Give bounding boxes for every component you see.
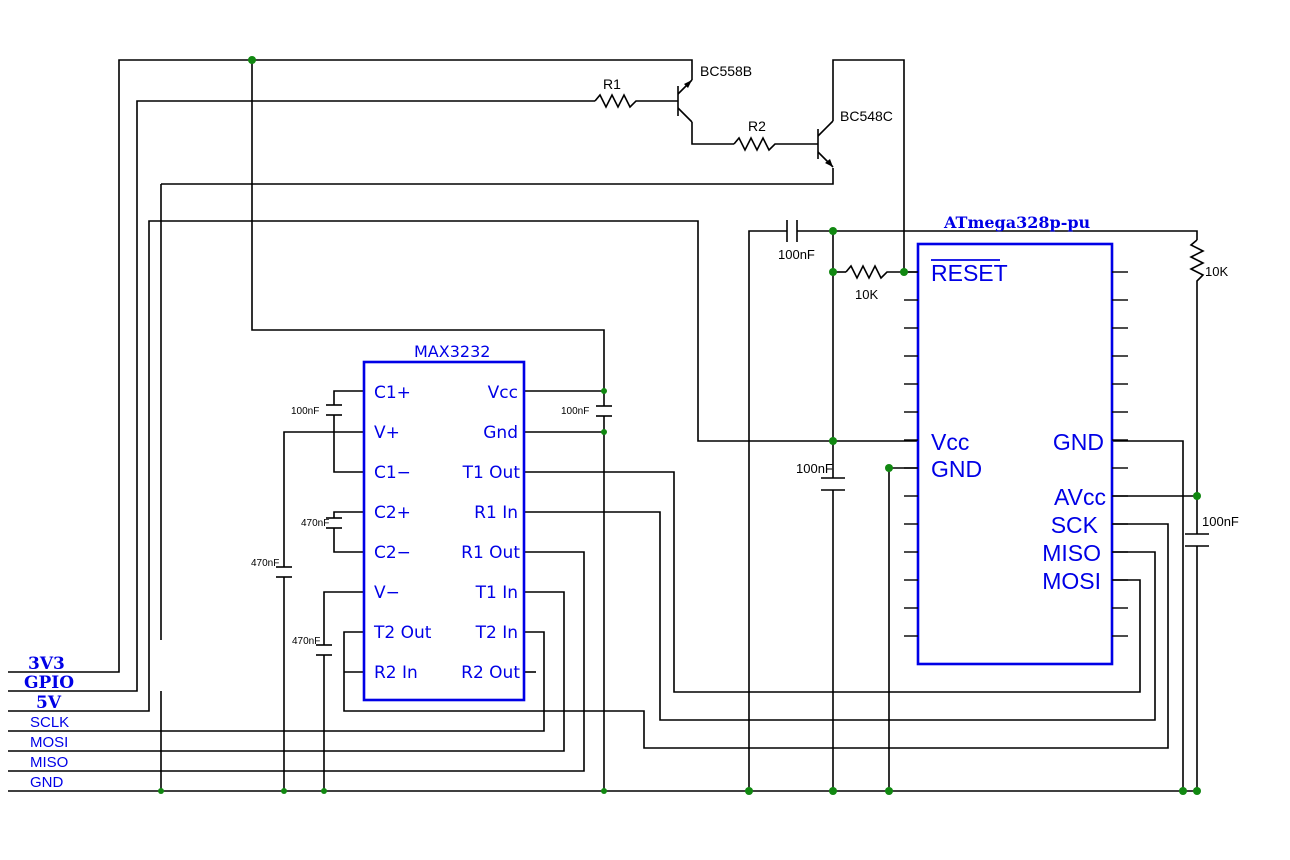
wire-sclk [8, 631, 545, 732]
capacitor-reset-label: 100nF [778, 247, 815, 262]
q2-arrow-icon [825, 159, 833, 167]
junction-dot [1193, 787, 1201, 795]
resistor-reset [845, 264, 888, 280]
atmega-pin-gnd-right: GND [1053, 429, 1104, 455]
junction-dot [885, 464, 893, 472]
wire-5v [8, 220, 918, 712]
junction-dot [829, 437, 837, 445]
label-gpio: GPIO [24, 673, 74, 693]
capacitor-c1-label: 100nF [291, 406, 319, 417]
transistor-q1-label: BC558B [700, 63, 752, 79]
junction-dot [900, 268, 908, 276]
atmega-pin-sck: SCK [1051, 512, 1099, 538]
q1-arrow-icon [684, 80, 692, 88]
junction-dot [829, 787, 837, 795]
capacitor-vminus-label: 470nF [292, 636, 320, 647]
max3232-pin-t1out: T1 Out [462, 463, 521, 483]
capacitors: 100nF 100nF 470nF 470nF 470nF 100nF [251, 220, 1239, 656]
max3232-pin-c1p: C1+ [374, 383, 411, 403]
resistor-r1 [594, 93, 638, 109]
junction-dots [158, 56, 1201, 795]
max3232-pin-t2out: T2 Out [373, 623, 432, 643]
wire-gpio [8, 100, 595, 692]
resistor-reset-label: 10K [855, 287, 878, 302]
wire-3v3 [8, 59, 693, 673]
max3232-pin-vplus: V+ [374, 423, 400, 443]
max3232-pin-t1in: T1 In [475, 583, 518, 603]
atmega-title: ATmega328p-pu [943, 213, 1091, 232]
capacitor-atvcc [821, 477, 845, 491]
capacitor-c2 [326, 517, 342, 529]
atmega-pin-avcc: AVcc [1054, 484, 1106, 510]
junction-dot [1193, 492, 1201, 500]
atmega-pin-mosi: MOSI [1042, 568, 1101, 594]
junction-dot [601, 388, 607, 394]
capacitor-vcc-label: 100nF [561, 406, 589, 417]
label-miso: MISO [30, 754, 68, 771]
ic-max3232: MAX3232 C1+ V+ C1− C2+ C2− V− T2 Out R2 … [362, 342, 526, 702]
junction-dot [601, 429, 607, 435]
capacitor-vplus [276, 566, 292, 578]
max3232-pin-r1in: R1 In [474, 503, 518, 523]
max3232-pin-c1m: C1− [374, 463, 411, 483]
max3232-pin-r2in: R2 In [374, 663, 418, 683]
label-sclk: SCLK [30, 714, 69, 731]
max3232-pin-r1out: R1 Out [461, 543, 520, 563]
resistor-r2-label: R2 [748, 118, 766, 134]
wire-miso [8, 551, 585, 772]
capacitor-c1 [326, 404, 342, 416]
label-gnd: GND [30, 774, 64, 791]
resistor-r1-label: R1 [603, 76, 621, 92]
max3232-pin-vminus: V− [374, 583, 400, 603]
max3232-pin-c2m: C2− [374, 543, 411, 563]
wire-mosi [8, 591, 565, 752]
label-mosi: MOSI [30, 734, 68, 751]
capacitor-c2-label: 470nF [301, 518, 329, 529]
label-5v: 5V [36, 693, 62, 713]
max3232-pin-c2p: C2+ [374, 503, 411, 523]
transistors: BC558B BC548C [684, 63, 893, 167]
atmega-pin-stubs [904, 271, 1128, 637]
wire-q2-emitter [161, 168, 834, 185]
capacitor-avcc [1185, 533, 1209, 547]
junction-dot [281, 788, 287, 794]
resistor-right [1189, 239, 1205, 288]
atmega-pin-reset: RESET [931, 260, 1008, 286]
atmega-pin-miso: MISO [1042, 540, 1101, 566]
capacitor-vcc [596, 405, 612, 417]
atmega-pin-gnd-left: GND [931, 456, 982, 482]
capacitor-avcc-label: 100nF [1202, 514, 1239, 529]
junction-dot [158, 788, 164, 794]
junction-dot [601, 788, 607, 794]
junction-dot [321, 788, 327, 794]
resistors: R1 R2 10K 10K [594, 76, 1228, 302]
max3232-title: MAX3232 [414, 342, 490, 361]
capacitor-vminus [316, 644, 332, 656]
capacitor-atvcc-label: 100nF [796, 461, 833, 476]
junction-dot [1179, 787, 1187, 795]
ic-atmega328p: ATmega328p-pu RESET Vcc GND GND AVcc SCK… [904, 213, 1128, 666]
atmega-pin-vcc: Vcc [931, 429, 969, 455]
resistor-right-label: 10K [1205, 264, 1228, 279]
max3232-pin-vcc: Vcc [488, 383, 518, 403]
max3232-pin-gnd: Gnd [483, 423, 518, 443]
label-3v3: 3V3 [28, 654, 65, 674]
transistor-q2-label: BC548C [840, 108, 893, 124]
header-pin-labels: 3V3 GPIO 5V SCLK MOSI MISO GND [24, 654, 74, 791]
junction-dot [829, 227, 837, 235]
capacitor-vplus-label: 470nF [251, 558, 279, 569]
resistor-r2 [733, 136, 776, 152]
junction-dot [745, 787, 753, 795]
max3232-pin-r2out: R2 Out [461, 663, 520, 683]
junction-dot [248, 56, 256, 64]
junction-dot [885, 787, 893, 795]
capacitor-reset [786, 220, 798, 242]
max3232-pin-t2in: T2 In [475, 623, 518, 643]
wires [8, 59, 1198, 792]
junction-dot [829, 268, 837, 276]
